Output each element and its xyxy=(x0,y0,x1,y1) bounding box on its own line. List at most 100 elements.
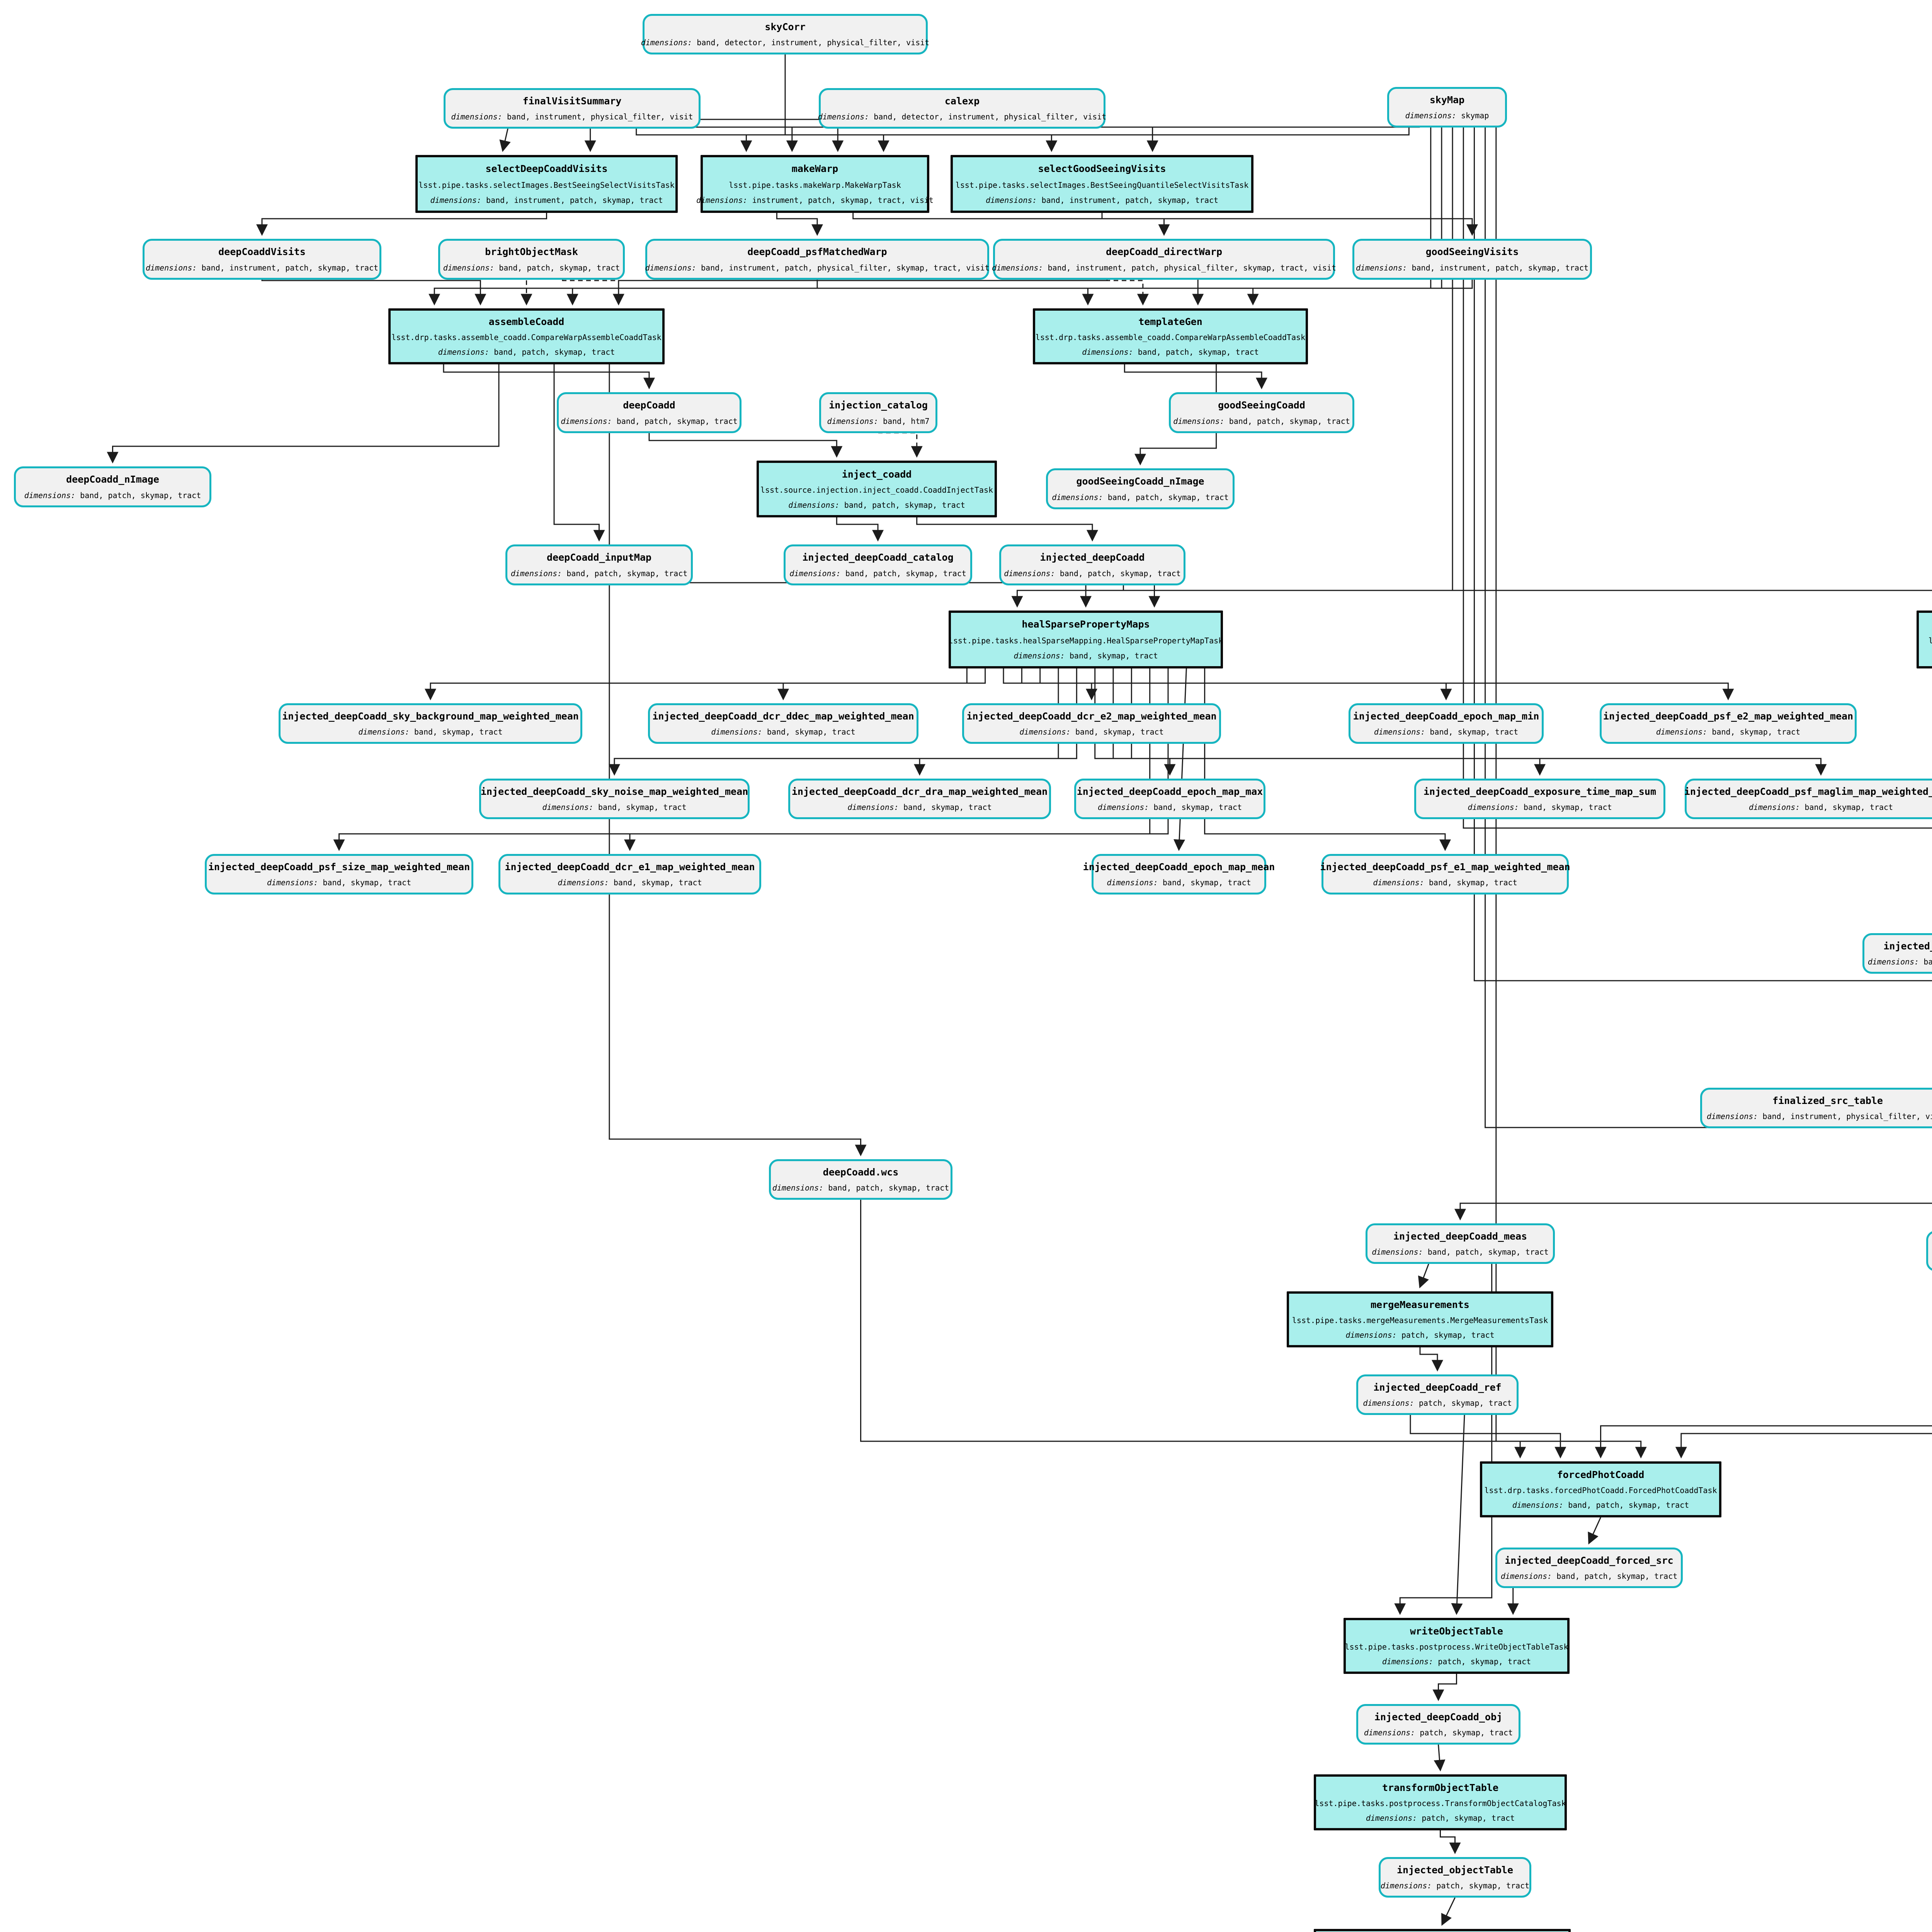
node-dimensions: dimensions: band, skymap, tract xyxy=(847,803,992,812)
edge-skyMap-to-mergeDetections xyxy=(1463,128,1932,829)
dataset-node-brightObjectMask: brightObjectMask dimensions: band, patch,… xyxy=(438,239,625,280)
node-dimensions: dimensions: band, patch, skymap, tract xyxy=(1173,417,1350,426)
node-dimensions: dimensions: band, patch, skymap, tract xyxy=(1052,493,1229,502)
dataset-node-injected_deepCoadd_dcr_dra_map_weighted_mean: injected_deepCoadd_dcr_dra_map_weighted_… xyxy=(788,779,1051,819)
dimensions-value: band, patch, skymap, tract xyxy=(499,263,620,272)
dimensions-value: band, patch, skymap, tract xyxy=(1107,492,1229,502)
dataset-node-injected_deepCoadd_psf_e1_map_weighted_mean: injected_deepCoadd_psf_e1_map_weighted_m… xyxy=(1320,854,1570,895)
edge-injected_deepCoadd_meas-to-mergeMeasurements xyxy=(1418,1264,1429,1289)
node-dimensions: dimensions: band, patch, skymap, tract xyxy=(438,347,615,357)
edge-deepCoadd_inputMap-to-healSparsePropertyMaps xyxy=(599,582,1092,608)
node-title: injected_deepCoadd_obj xyxy=(1374,1711,1503,1723)
edge-skyMap-to-makeWarp xyxy=(878,128,1410,152)
dimensions-prefix: dimensions: xyxy=(985,195,1037,205)
dimensions-value: band, instrument, physical_filter, visit xyxy=(1762,1112,1932,1121)
dimensions-value: band, skymap, tract xyxy=(1153,803,1242,812)
dimensions-value: band, skymap, tract xyxy=(1430,727,1519,736)
node-dimensions: dimensions: band, skymap, tract xyxy=(267,878,411,887)
node-task-class: lsst.drp.tasks.assemble_coadd.CompareWar… xyxy=(391,333,662,342)
edge-assembleCoadd-to-deepCoadd_inputMap xyxy=(553,364,605,542)
dimensions-value: band, patch, skymap, tract xyxy=(566,568,688,578)
edge-transformObjectTable-to-injected_objectTable xyxy=(1440,1830,1461,1854)
dataset-node-injected_deepCoadd_sky_noise_map_weighted_mean: injected_deepCoadd_sky_noise_map_weighte… xyxy=(479,779,750,819)
dimensions-value: band, patch, skymap, tract xyxy=(494,347,615,357)
node-dimensions: dimensions: band, patch, skymap, tract xyxy=(788,500,965,510)
dataset-node-deepCoaddVisits: deepCoaddVisits dimensions: band, instrum… xyxy=(143,239,381,280)
node-title: injected_deepCoadd_forced_src xyxy=(1505,1555,1673,1566)
dimensions-value: band, patch, skymap, tract xyxy=(828,1183,949,1192)
dimensions-prefix: dimensions: xyxy=(1014,651,1065,660)
dimensions-value: band, patch, skymap, tract xyxy=(1556,1571,1678,1581)
dimensions-value: instrument, patch, skymap, tract, visit xyxy=(752,195,934,205)
dimensions-prefix: dimensions: xyxy=(696,195,748,205)
dimensions-prefix: dimensions: xyxy=(1004,568,1055,578)
edges-group xyxy=(107,54,1932,1926)
node-dimensions: dimensions: band, instrument, patch, sky… xyxy=(986,196,1218,205)
edge-skyMap-to-selectDeepCoaddVisits xyxy=(584,126,1399,152)
node-title: injected_deepCoadd_calexp xyxy=(1883,940,1932,952)
dimensions-value: band, skymap, tract xyxy=(598,803,687,812)
edge-skyMap-to-selectGoodSeeingVisits xyxy=(1146,126,1421,152)
dataset-node-injected_deepCoadd_dcr_e1_map_weighted_mean: injected_deepCoadd_dcr_e1_map_weighted_m… xyxy=(498,854,761,895)
dimensions-prefix: dimensions: xyxy=(1500,1571,1552,1581)
edge-measure-to-injected_deepCoadd_meas xyxy=(1454,1202,1932,1221)
edge-injected_objectTable-to-consolidateObjectTable xyxy=(1441,1897,1456,1926)
node-title: deepCoaddVisits xyxy=(218,246,306,258)
node-title: injected_deepCoadd_dcr_e2_map_weighted_m… xyxy=(966,711,1217,722)
node-dimensions: dimensions: band, skymap, tract xyxy=(1107,878,1251,887)
node-title: inject_coadd xyxy=(842,468,912,480)
node-dimensions: dimensions: band, detector, instrument, … xyxy=(641,38,930,47)
dataset-node-injected_deepCoadd_psf_size_map_weighted_mean: injected_deepCoadd_psf_size_map_weighted… xyxy=(205,854,473,895)
node-title: injected_deepCoadd_sky_background_map_we… xyxy=(282,711,579,722)
dimensions-prefix: dimensions: xyxy=(430,195,481,205)
dimensions-prefix: dimensions: xyxy=(1373,878,1424,887)
dataset-node-injected_deepCoadd_forced_src: injected_deepCoadd_forced_src dimensions:… xyxy=(1495,1548,1683,1588)
node-dimensions: dimensions: band, patch, skymap, tract xyxy=(443,263,620,272)
node-title: deepCoadd_inputMap xyxy=(547,552,651,563)
node-dimensions: dimensions: band, skymap, tract xyxy=(558,878,702,887)
node-dimensions: dimensions: band, patch, skymap, tract xyxy=(1372,1247,1549,1257)
dimensions-value: band, patch, skymap, tract xyxy=(845,568,966,578)
node-task-class: lsst.pipe.tasks.postprocess.TransformObj… xyxy=(1315,1799,1566,1808)
node-dimensions: dimensions: band, skymap, tract xyxy=(1019,727,1163,736)
node-title: injected_deepCoadd_psf_size_map_weighted… xyxy=(208,861,470,872)
node-title: skyMap xyxy=(1429,94,1465,105)
dimensions-value: band, instrument, patch, physical_filter… xyxy=(701,263,990,272)
node-title: calexp xyxy=(944,95,980,107)
dimensions-value: band, instrument, patch, skymap, tract xyxy=(201,263,379,272)
node-title: brightObjectMask xyxy=(485,246,578,258)
dimensions-value: patch, skymap, tract xyxy=(1422,1813,1515,1823)
edge-finalized_src_table-to-measure xyxy=(1827,1127,1932,1128)
dimensions-value: band, patch, skymap, tract xyxy=(844,500,965,510)
edge-selectGoodSeeingVisits-to-goodSeeingVisits xyxy=(1101,213,1478,236)
node-title: injected_deepCoadd_dcr_ddec_map_weighted… xyxy=(652,711,914,722)
edge-injected_deepCoadd_scarletModelData-to-forcedPhotCoadd xyxy=(1675,1433,1932,1459)
edge-skyMap-to-assembleCoadd xyxy=(429,128,1432,306)
node-dimensions: dimensions: band, instrument, patch, sky… xyxy=(1356,263,1588,272)
dimensions-prefix: dimensions: xyxy=(992,263,1043,272)
node-dimensions: dimensions: patch, skymap, tract xyxy=(1381,1881,1529,1890)
node-title: transformObjectTable xyxy=(1382,1782,1499,1793)
node-dimensions: dimensions: band, instrument, patch, sky… xyxy=(430,196,663,205)
dimensions-prefix: dimensions: xyxy=(443,263,495,272)
node-task-class: lsst.pipe.tasks.multiBand.DetectCoaddSou… xyxy=(1929,636,1932,645)
edge-healSparsePropertyMaps-to-injected_deepCoadd_dcr_ddec_map_weighted_mean xyxy=(777,668,986,701)
edge-mergeMeasurements-to-injected_deepCoadd_ref xyxy=(1419,1347,1443,1372)
node-title: deepCoadd.wcs xyxy=(823,1167,899,1178)
dimensions-prefix: dimensions: xyxy=(145,263,197,272)
